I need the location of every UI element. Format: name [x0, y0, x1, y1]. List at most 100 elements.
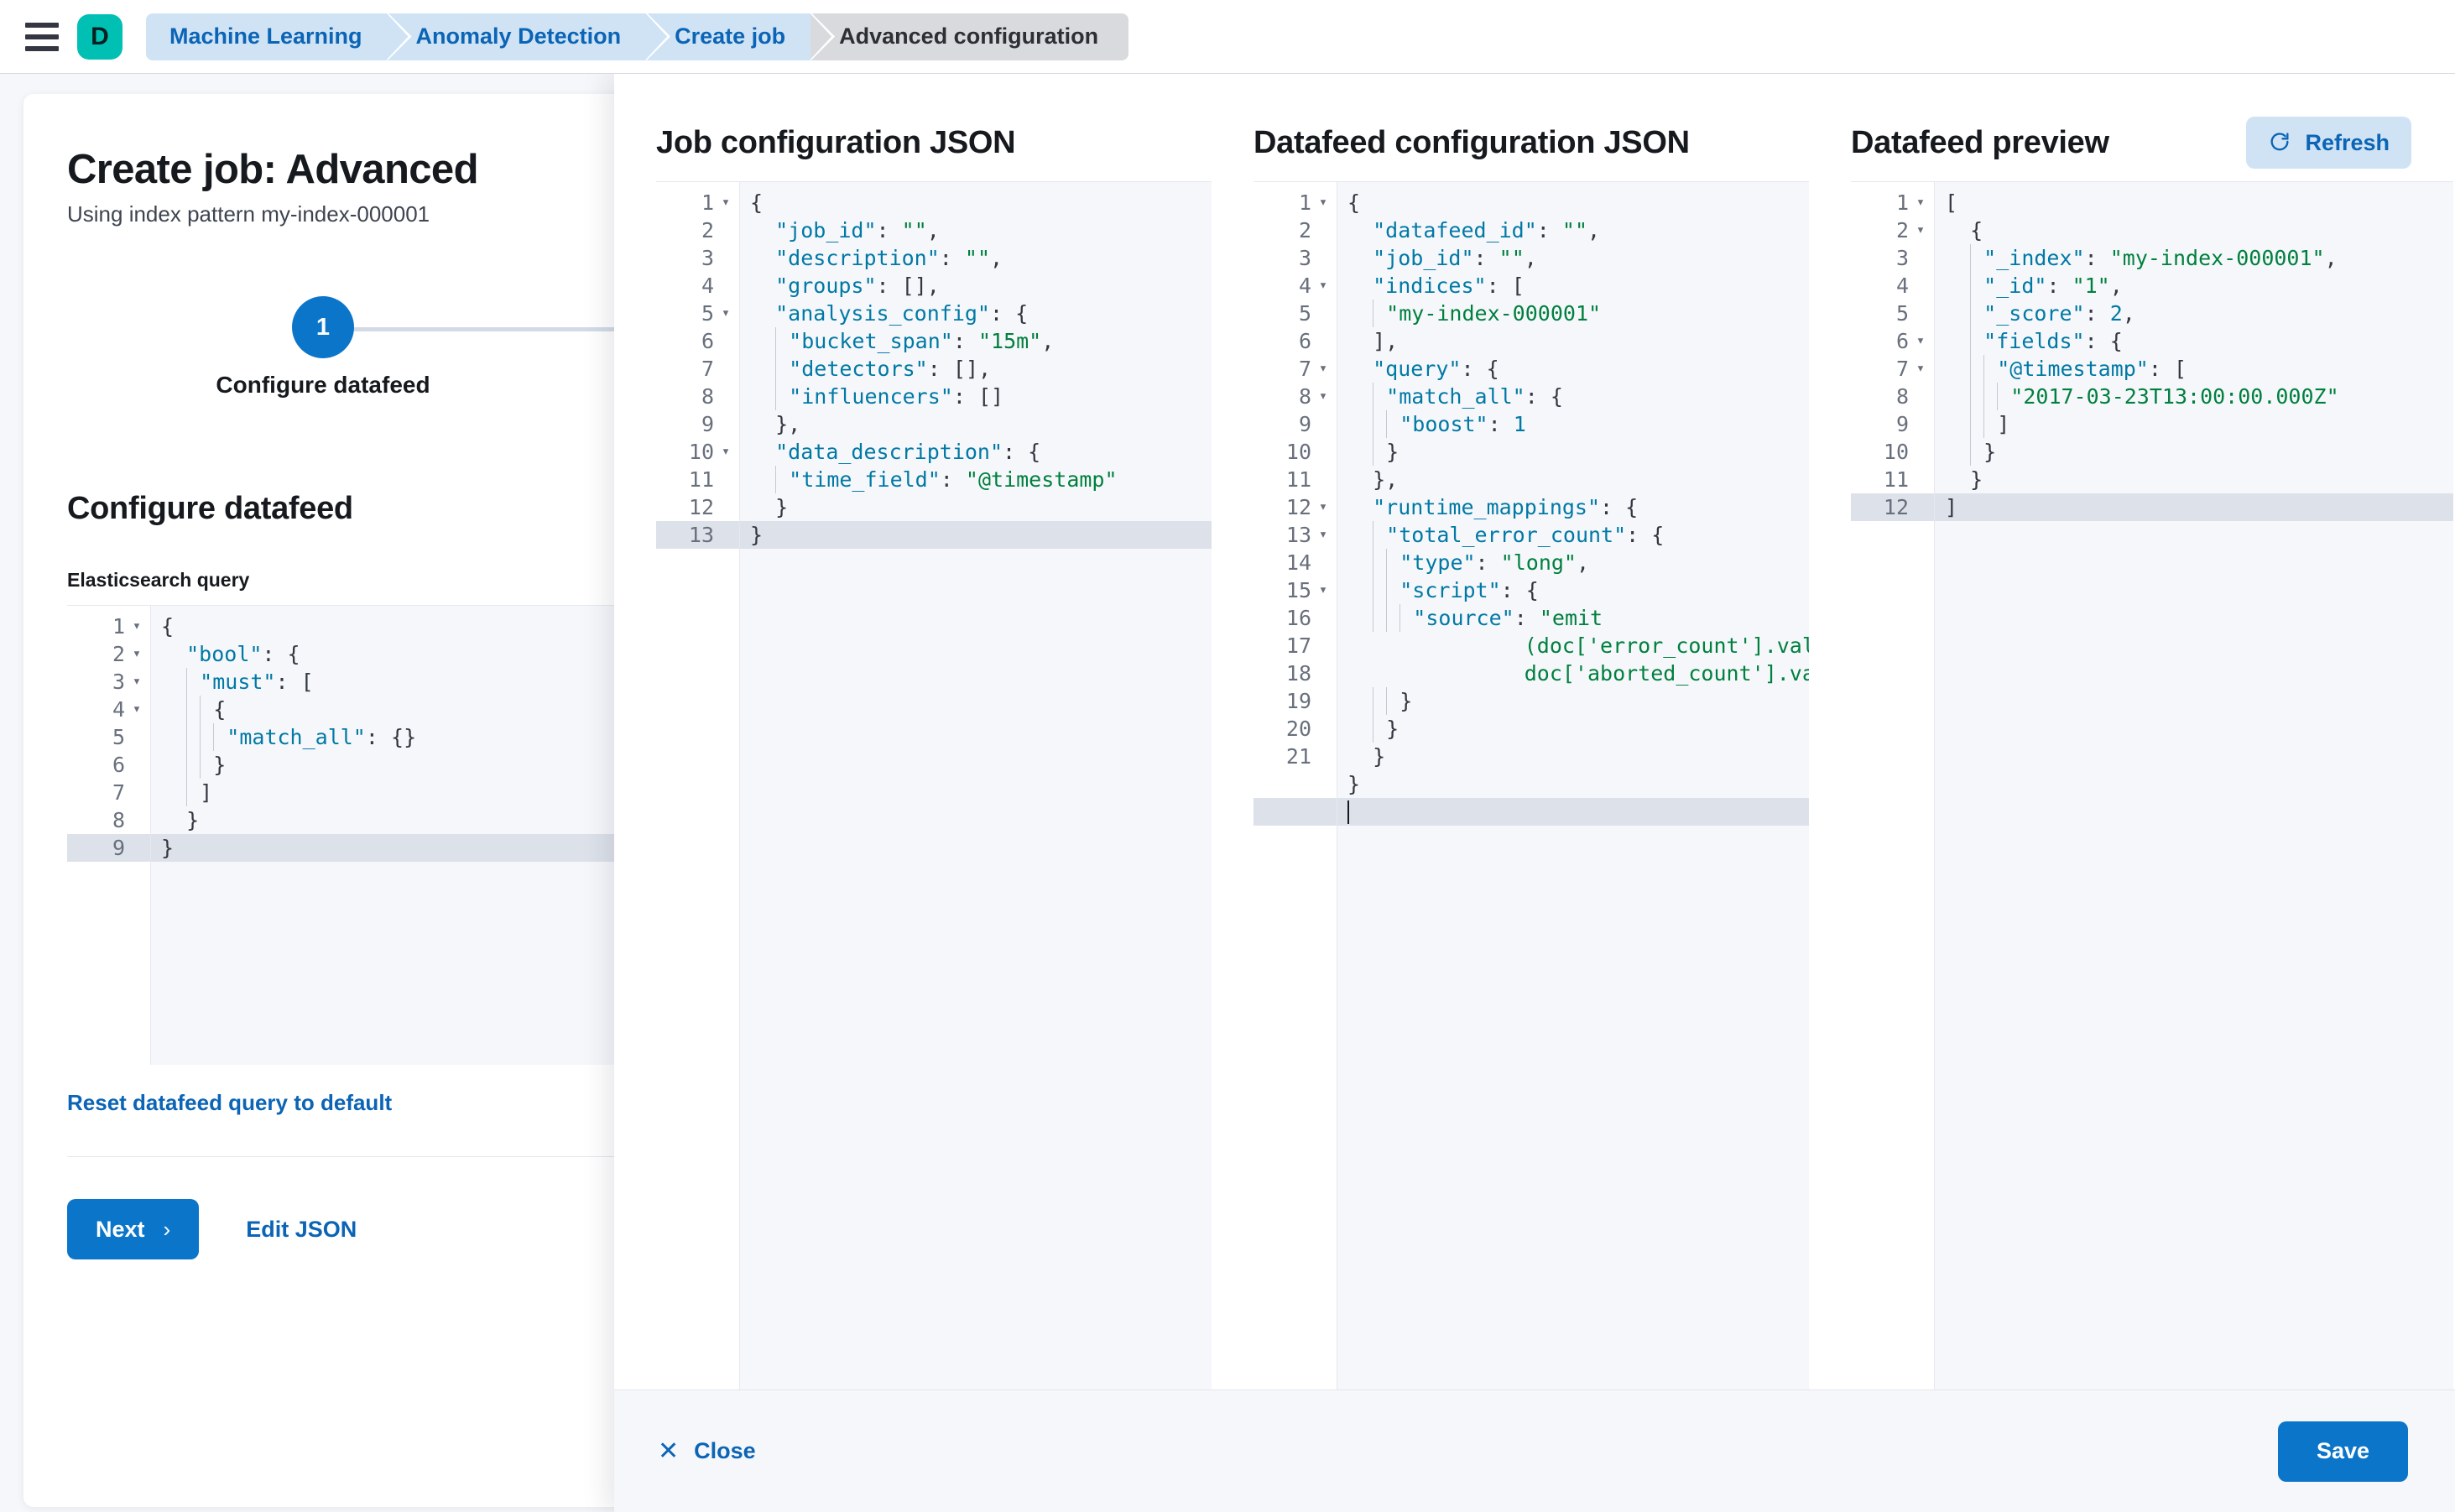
- editor-code-line: }: [1347, 687, 1809, 715]
- section-title-configure-datafeed: Configure datafeed: [67, 491, 353, 526]
- editor-line-number: 2▾: [701, 218, 714, 242]
- active-line-highlight: [1254, 798, 1809, 826]
- editor-line-number: 2▾: [1851, 216, 1934, 244]
- editor-line-number: 10▾: [656, 438, 739, 466]
- editor-code-area[interactable]: { "bool": { "must": [ { "match_all": {} …: [151, 606, 644, 1065]
- fold-arrow-icon: ▾: [132, 701, 142, 717]
- fold-arrow-icon: ▾: [1318, 194, 1328, 211]
- editor-code-line: "bucket_span": "15m",: [750, 327, 1212, 355]
- breadcrumb-item-advanced-configuration: Advanced configuration: [811, 13, 1129, 60]
- editor-code-line: "detectors": [],: [750, 355, 1212, 383]
- fold-arrow-icon: ▾: [721, 443, 731, 460]
- editor-code-area[interactable]: { "datafeed_id": "", "job_id": "", "indi…: [1337, 182, 1809, 1389]
- editor-code-line: [1347, 798, 1809, 826]
- editor-code-line: "groups": [],: [775, 274, 940, 298]
- flyout-body: Job configuration JSON 1▾2▾3▾4▾5▾6▾7▾8▾9…: [614, 74, 2455, 1389]
- editor-line-number: 4▾: [701, 274, 714, 298]
- editor-code-line: {: [161, 696, 644, 723]
- editor-code-area[interactable]: { "job_id": "", "description": "", "grou…: [740, 182, 1212, 1389]
- stepper-step-1-circle[interactable]: 1: [292, 296, 354, 358]
- editor-code-line: "runtime_mappings": {: [1373, 495, 1639, 519]
- close-button[interactable]: ✕ Close: [658, 1438, 756, 1464]
- editor-line-number: 12▾: [1883, 495, 1909, 519]
- breadcrumb-item-create-job[interactable]: Create job: [646, 13, 811, 60]
- chevron-right-icon: ›: [163, 1216, 171, 1242]
- hamburger-menu-icon[interactable]: [25, 22, 59, 51]
- editor-line-number: 8▾: [701, 384, 714, 409]
- active-line-gutter-highlight: [67, 834, 151, 862]
- save-button[interactable]: Save: [2277, 1421, 2408, 1482]
- left-panel-actions: Next › Edit JSON: [67, 1199, 644, 1259]
- editor-code-line: "query": {: [1373, 357, 1499, 381]
- editor-line-number: 2▾: [67, 640, 150, 668]
- editor-line-number: 1▾: [656, 189, 739, 216]
- editor-code-line: ]: [1945, 495, 1958, 519]
- editor-line-number: 1▾: [67, 613, 150, 640]
- active-line-highlight: [67, 834, 644, 862]
- editor-line-number: 13▾: [688, 523, 714, 547]
- datafeed-configuration-editor[interactable]: 1▾2▾3▾4▾5▾6▾7▾8▾9▾10▾11▾12▾13▾14▾15▾16▾1…: [1254, 181, 1809, 1389]
- gutter-backdrop: [1851, 182, 1935, 1389]
- editor-code-line: "source": "emit (doc['error_count'].valu…: [1347, 604, 1809, 687]
- editor-line-number: 11▾: [1883, 467, 1909, 492]
- editor-line-number: 9▾: [112, 836, 125, 860]
- editor-line-number: 5▾: [1298, 301, 1311, 326]
- editor-line-number: 7▾: [701, 357, 714, 381]
- editor-line-number: 20▾: [1285, 717, 1311, 741]
- active-line-highlight: [1851, 493, 2453, 521]
- editor-line-number: 15▾: [1254, 576, 1337, 604]
- editor-code-line: {: [750, 190, 764, 215]
- editor-code-line: "time_field": "@timestamp": [750, 466, 1212, 493]
- editor-code-line: }: [1347, 438, 1809, 466]
- wizard-stepper: 1 Configure datafeed: [67, 296, 644, 398]
- next-button-label: Next: [96, 1216, 145, 1242]
- datafeed-preview-editor[interactable]: 1▾2▾3▾4▾5▾6▾7▾8▾9▾10▾11▾12▾ [ { "_index"…: [1851, 181, 2453, 1389]
- editor-code-line: "_score": 2,: [1945, 300, 2453, 327]
- editor-code-line: }: [161, 836, 175, 860]
- fold-arrow-icon: ▾: [132, 618, 142, 634]
- editor-code-line: }: [1347, 715, 1809, 743]
- elasticsearch-query-editor[interactable]: 1▾2▾3▾4▾5▾6▾7▾8▾9▾ { "bool": { "must": […: [67, 605, 644, 1065]
- editor-code-line: "data_description": {: [775, 440, 1041, 464]
- active-line-gutter-highlight: [1851, 493, 1935, 521]
- fold-arrow-icon: ▾: [1318, 498, 1328, 515]
- breadcrumb-item-anomaly-detection[interactable]: Anomaly Detection: [387, 13, 647, 60]
- editor-code-line: "job_id": "",: [1373, 246, 1537, 270]
- editor-line-number: 6▾: [701, 329, 714, 353]
- breadcrumb: Machine Learning Anomaly Detection Creat…: [146, 13, 1129, 60]
- editor-code-line: "@timestamp": [: [1945, 355, 2453, 383]
- edit-json-button[interactable]: Edit JSON: [246, 1216, 357, 1242]
- editor-code-line: "match_all": {}: [161, 723, 644, 751]
- breadcrumb-item-machine-learning[interactable]: Machine Learning: [146, 13, 388, 60]
- editor-code-line: }: [750, 523, 764, 547]
- editor-line-number: 5▾: [656, 300, 739, 327]
- text-cursor: [1347, 800, 1349, 824]
- editor-line-number: 10▾: [1285, 440, 1311, 464]
- fold-arrow-icon: ▾: [721, 305, 731, 321]
- datafeed-preview-title: Datafeed preview: [1851, 124, 2109, 160]
- fold-arrow-icon: ▾: [132, 673, 142, 690]
- app-logo-badge[interactable]: D: [77, 13, 122, 60]
- next-button[interactable]: Next ›: [67, 1199, 200, 1259]
- stepper-connector-line: [324, 327, 644, 331]
- editor-line-number: 4▾: [1254, 272, 1337, 300]
- editor-code-line: ],: [1373, 329, 1399, 353]
- editor-line-number: 13▾: [1254, 521, 1337, 549]
- gutter-backdrop: [1254, 182, 1337, 1389]
- editor-line-number: 12▾: [688, 495, 714, 519]
- editor-line-number: 9▾: [1298, 412, 1311, 436]
- job-configuration-editor[interactable]: 1▾2▾3▾4▾5▾6▾7▾8▾9▾10▾11▾12▾13▾ { "job_id…: [656, 181, 1212, 1389]
- editor-line-number: 1▾: [1254, 189, 1337, 216]
- top-chrome-bar: D Machine Learning Anomaly Detection Cre…: [0, 0, 2455, 74]
- fold-arrow-icon: ▾: [1916, 222, 1926, 238]
- refresh-button[interactable]: Refresh: [2246, 117, 2411, 169]
- editor-code-line: }: [161, 751, 644, 779]
- editor-code-area[interactable]: [ { "_index": "my-index-000001", "_id": …: [1935, 182, 2453, 1389]
- fold-arrow-icon: ▾: [132, 645, 142, 662]
- editor-line-number: 6▾: [1851, 327, 1934, 355]
- editor-line-number: 9▾: [1895, 412, 1909, 436]
- editor-line-number: 7▾: [112, 780, 125, 805]
- fold-arrow-icon: ▾: [1916, 360, 1926, 377]
- reset-datafeed-query-link[interactable]: Reset datafeed query to default: [67, 1090, 393, 1115]
- json-editor-flyout: Job configuration JSON 1▾2▾3▾4▾5▾6▾7▾8▾9…: [614, 74, 2455, 1512]
